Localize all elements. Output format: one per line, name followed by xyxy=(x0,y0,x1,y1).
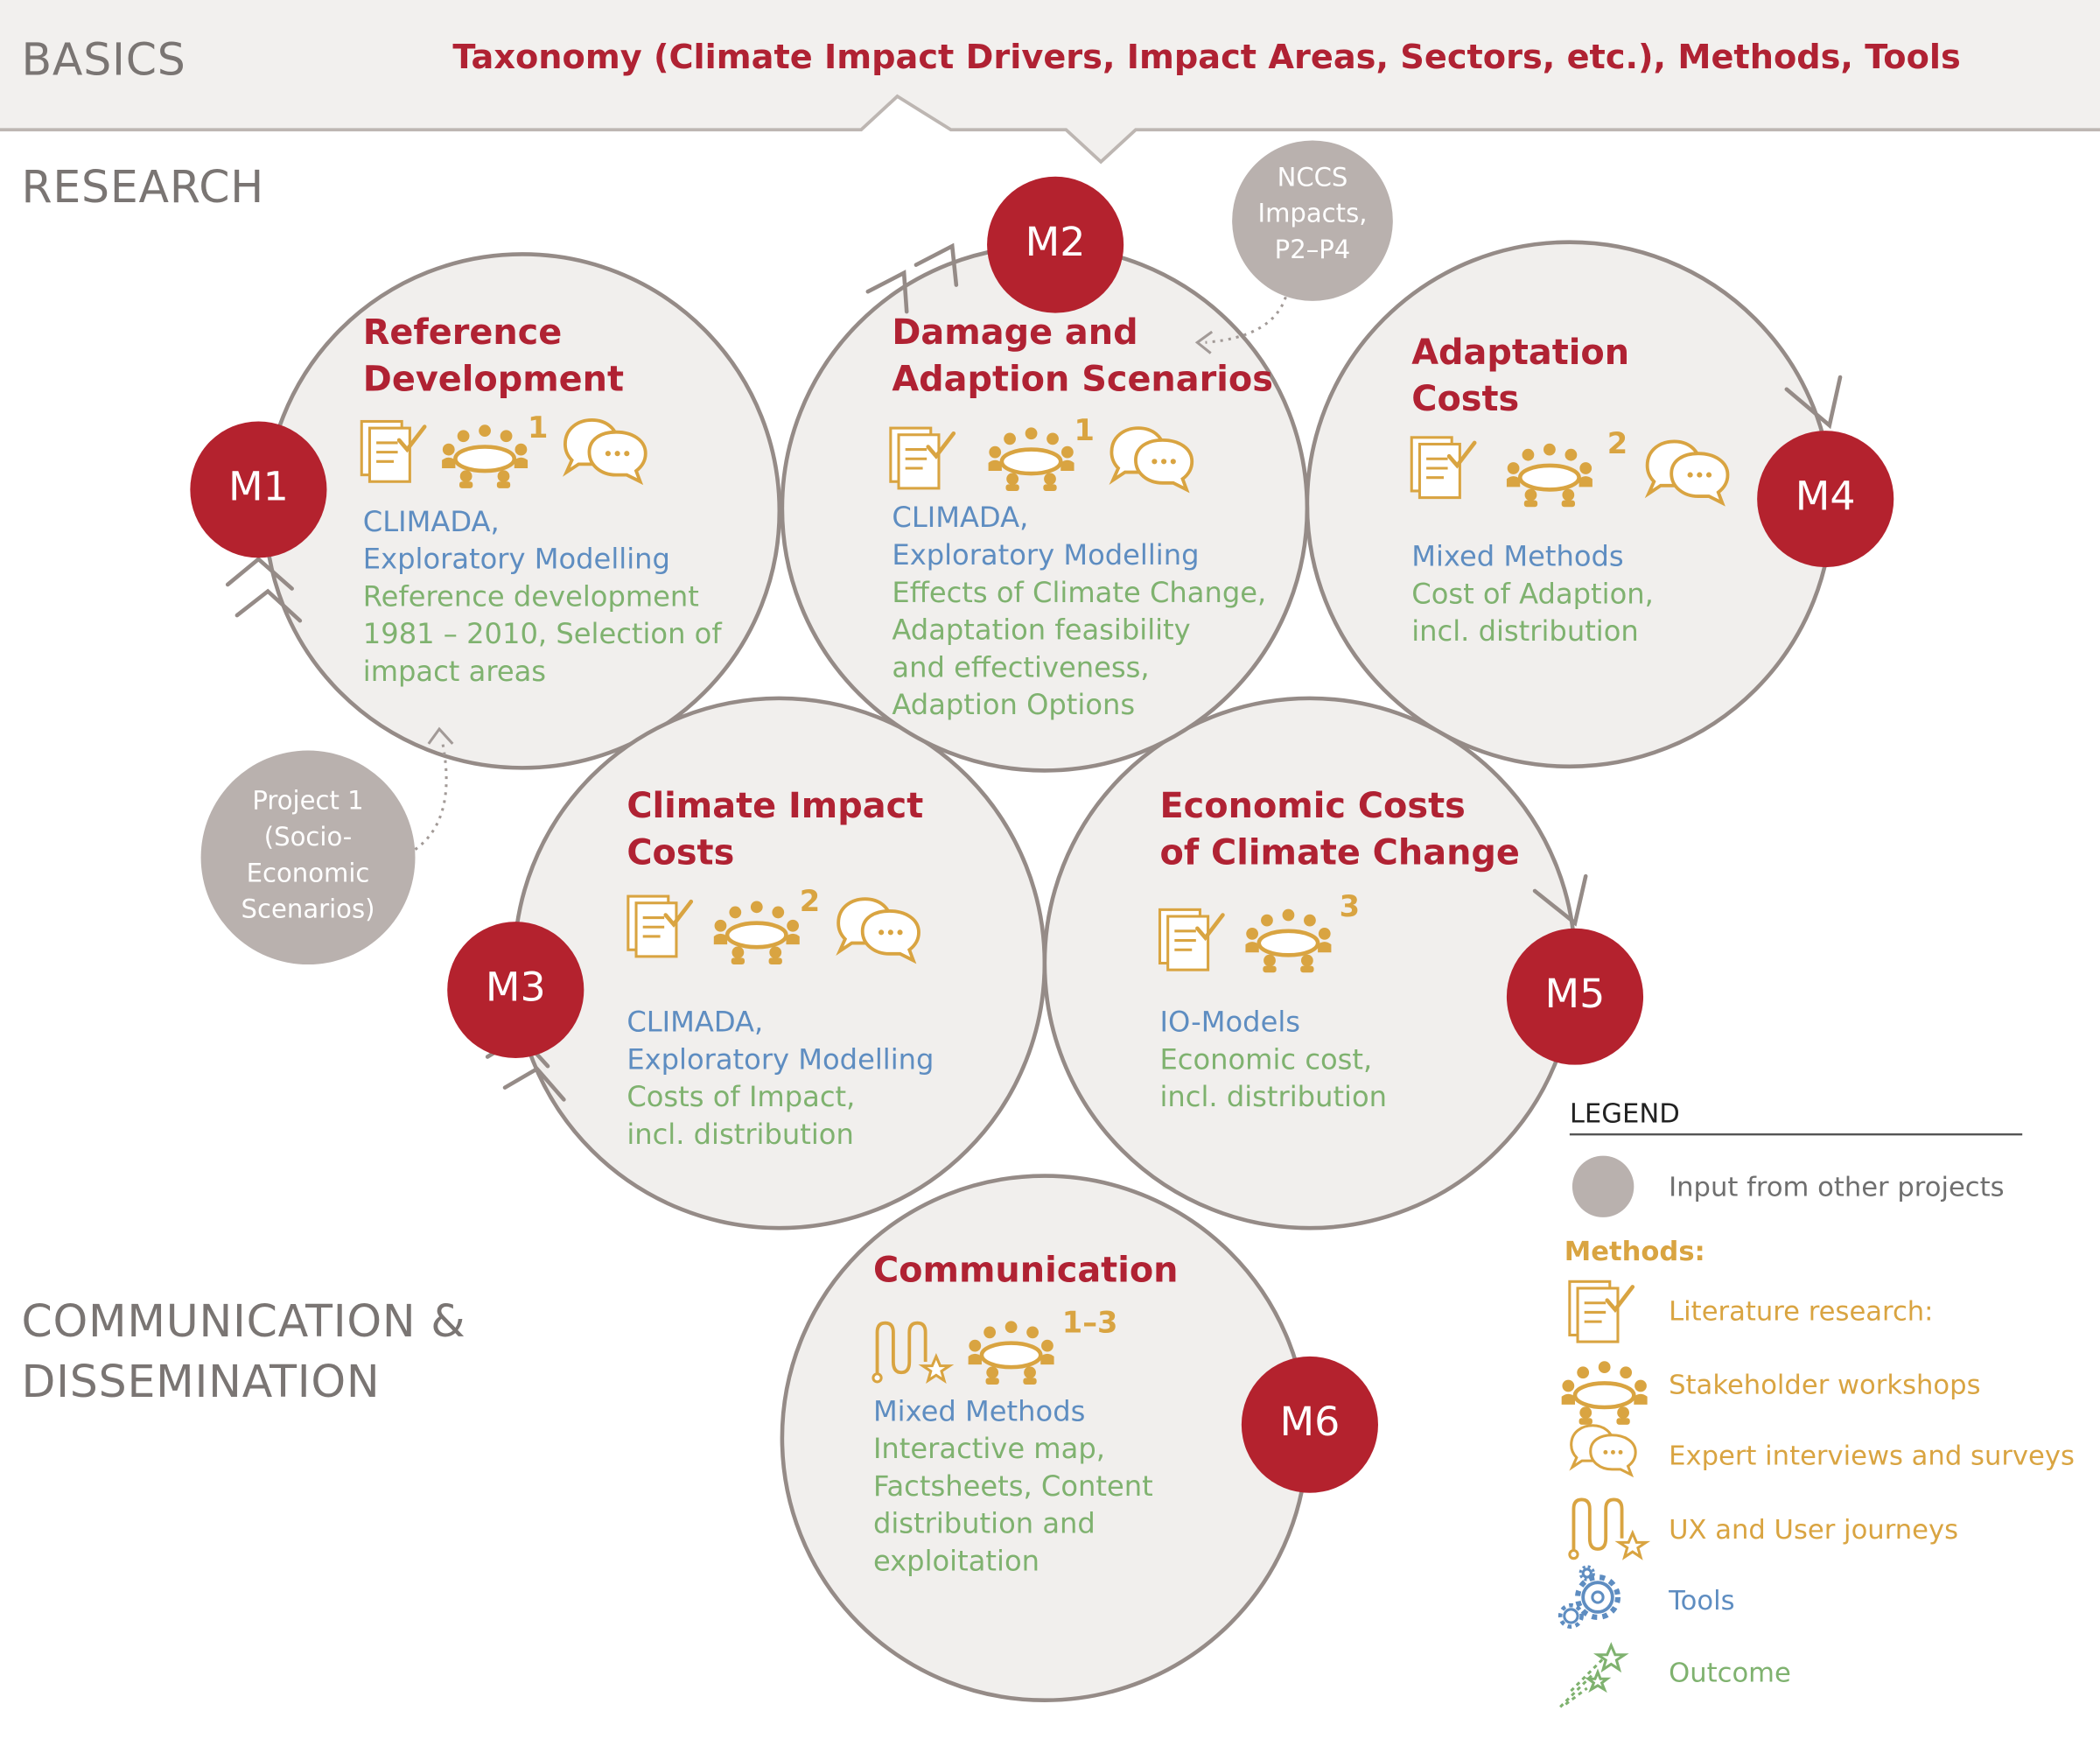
module-label-m3: M3 xyxy=(485,964,546,1012)
legend-people-around-table-icon xyxy=(1562,1361,1648,1425)
legend-user-journey-icon xyxy=(1567,1497,1648,1560)
legend-document-check-icon xyxy=(1570,1281,1633,1342)
legend-outcome-label: Outcome xyxy=(1669,1656,1791,1688)
section-label-communication: COMMUNICATION & xyxy=(21,1294,466,1348)
module-circle-m3 xyxy=(447,922,584,1059)
m1-workshop-count: 1 xyxy=(528,411,549,445)
legend-shooting-stars-icon xyxy=(1558,1644,1627,1708)
m4-tool: Mixed Methods xyxy=(1411,540,1624,573)
legend-tools-label: Tools xyxy=(1669,1583,1735,1616)
legend-methods-label: Methods: xyxy=(1564,1234,1705,1267)
m5-workshop-count: 3 xyxy=(1339,890,1361,925)
m1-tool: CLIMADA, xyxy=(362,505,500,538)
m6-tool: Mixed Methods xyxy=(872,1395,1086,1427)
section-label-basics: BASICS xyxy=(21,33,186,86)
legend-workshops-label: Stakeholder workshops xyxy=(1669,1368,1981,1401)
m2-outcome: Adaption Options xyxy=(892,689,1136,721)
m2-tool: Exploratory Modelling xyxy=(892,538,1200,571)
m6-outcome: distribution and xyxy=(872,1507,1096,1540)
m2-outcome: and effectiveness, xyxy=(892,651,1150,684)
m6-outcome: Interactive map, xyxy=(872,1433,1105,1465)
m5-outcome: incl. distribution xyxy=(1159,1081,1388,1113)
input-nccs-label: NCCS Impacts, P2–P4 xyxy=(1257,163,1368,265)
legend-title: LEGEND xyxy=(1569,1097,1680,1130)
m2-title: Damage and Adaption Scenarios xyxy=(892,312,1273,401)
m6-outcome: exploitation xyxy=(872,1545,1040,1578)
legend-input-swatch xyxy=(1572,1155,1634,1217)
m3-title: Climate Impact Costs xyxy=(626,786,924,874)
banner-title: Taxonomy (Climate Impact Drivers, Impact… xyxy=(452,37,1961,77)
module-label-m6: M6 xyxy=(1279,1399,1340,1447)
m4-title: Adaptation Costs xyxy=(1411,333,1630,420)
module-label-m4: M4 xyxy=(1795,473,1856,521)
m5-outcome: Economic cost, xyxy=(1159,1043,1373,1076)
module-circle-m4 xyxy=(1757,431,1894,568)
m4-outcome: incl. distribution xyxy=(1411,615,1639,648)
m1-tool: Exploratory Modelling xyxy=(362,543,670,576)
m1-outcome: 1981 – 2010, Selection of xyxy=(362,618,722,650)
m6-title: Communication xyxy=(872,1251,1179,1292)
m1-outcome: Reference development xyxy=(362,580,699,614)
m3-tool: Exploratory Modelling xyxy=(626,1043,934,1076)
m4-outcome: Cost of Adaption, xyxy=(1411,578,1654,610)
m5-title: Economic Costs of Climate Change xyxy=(1159,786,1520,874)
section-label-dissemination: DISSEMINATION xyxy=(21,1355,381,1407)
legend-gears-icon xyxy=(1560,1567,1618,1627)
legend-interviews-label: Expert interviews and surveys xyxy=(1669,1439,2075,1472)
m3-workshop-count: 2 xyxy=(799,885,821,920)
module-label-m5: M5 xyxy=(1544,971,1606,1019)
basics-banner xyxy=(0,0,2100,162)
m2-description: CLIMADA, Exploratory Modelling Effects o… xyxy=(892,499,1266,724)
input-circle-nccs xyxy=(1232,140,1393,301)
m2-tool: CLIMADA, xyxy=(892,501,1029,534)
module-circle-m5 xyxy=(1506,928,1644,1065)
legend-speech-bubbles-icon xyxy=(1570,1424,1637,1476)
input-project1-label: Project 1 (Socio- Economic Scenarios) xyxy=(241,786,375,925)
legend-input-label: Input from other projects xyxy=(1669,1170,2005,1203)
m6-description: Mixed Methods Interactive map, Factsheet… xyxy=(873,1392,1153,1580)
m6-outcome: Factsheets, Content xyxy=(872,1469,1153,1503)
m3-outcome: incl. distribution xyxy=(626,1118,854,1151)
m5-tool: IO-Models xyxy=(1159,1006,1301,1039)
m3-outcome: Costs of Impact, xyxy=(626,1081,856,1113)
module-circle-m1 xyxy=(190,421,327,558)
module-circle-m6 xyxy=(1241,1356,1378,1493)
m6-workshop-count: 1–3 xyxy=(1061,1307,1118,1341)
module-label-m2: M2 xyxy=(1025,219,1086,267)
legend-ux-label: UX and User journeys xyxy=(1669,1512,1959,1546)
module-label-m1: M1 xyxy=(228,464,289,511)
m2-outcome: Adaptation feasibility xyxy=(892,614,1191,647)
m4-workshop-count: 2 xyxy=(1606,428,1628,462)
m3-description: CLIMADA, Exploratory Modelling Costs of … xyxy=(626,1003,934,1153)
legend-literature-label: Literature research: xyxy=(1669,1294,1934,1328)
m3-tool: CLIMADA, xyxy=(626,1006,764,1039)
section-label-research: RESEARCH xyxy=(21,160,264,214)
m2-workshop-count: 1 xyxy=(1074,414,1095,449)
m1-description: CLIMADA, Exploratory Modelling Reference… xyxy=(363,503,722,691)
module-circle-m2 xyxy=(987,176,1124,313)
m2-outcome: Effects of Climate Change, xyxy=(892,576,1267,609)
input-circle-project1 xyxy=(200,750,416,965)
m1-outcome: impact areas xyxy=(362,655,547,688)
m1-title: Reference Development xyxy=(362,312,625,401)
m5-description: IO-Models Economic cost, incl. distribut… xyxy=(1159,1003,1387,1115)
m4-description: Mixed Methods Cost of Adaption, incl. di… xyxy=(1411,537,1654,649)
